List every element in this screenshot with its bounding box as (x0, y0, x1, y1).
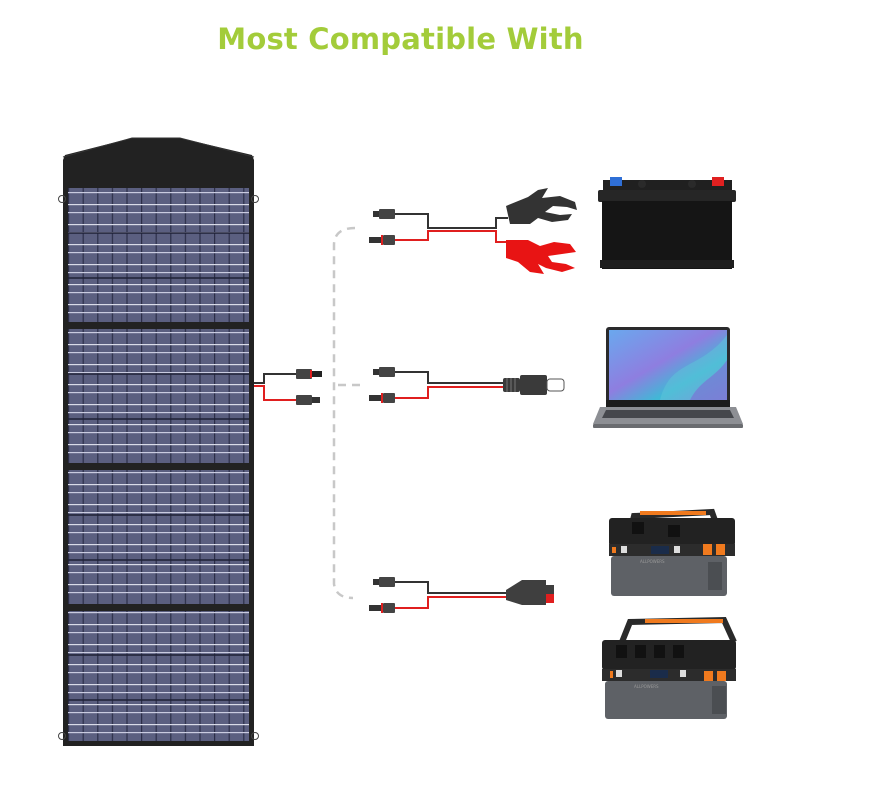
grommet-icon (58, 195, 66, 203)
mc4-connector-icon (296, 395, 320, 405)
mc4-connector-icon (296, 369, 322, 379)
power-station-small: ALLPOWERS (609, 508, 735, 596)
mc4-connector-icon (369, 235, 395, 245)
page-title: Most Compatible With (217, 22, 584, 56)
branch-dashed-line (332, 226, 360, 600)
grommet-icon (58, 732, 66, 740)
laptop (593, 327, 743, 428)
grommet-icon (251, 732, 259, 740)
mc4-connector-icon (373, 367, 395, 377)
dc-barrel-plug-icon (503, 375, 565, 395)
brand-label: ALLPOWERS (634, 684, 659, 689)
panel-fold-3 (68, 470, 249, 604)
car-battery (598, 177, 736, 269)
negative-terminal-icon (610, 177, 622, 186)
solar-panel (58, 137, 259, 746)
mc4-connector-icon (373, 209, 395, 219)
panel-fold-1 (68, 188, 249, 322)
panel-output-cable (254, 369, 322, 405)
alligator-clip-cable (369, 188, 577, 274)
brand-label: ALLPOWERS (640, 559, 665, 564)
mc4-connector-icon (373, 577, 395, 587)
mc4-connector-icon (369, 603, 395, 613)
power-station-large: ALLPOWERS (602, 616, 737, 719)
mc4-connector-icon (369, 393, 395, 403)
red-alligator-clip-icon (506, 240, 576, 274)
anderson-connector-icon (506, 580, 554, 605)
panel-fold-4 (68, 611, 249, 741)
black-alligator-clip-icon (506, 188, 577, 224)
panel-fold-2 (68, 329, 249, 463)
grommet-icon (251, 195, 259, 203)
dc-barrel-cable (369, 367, 565, 403)
anderson-cable (369, 577, 554, 613)
positive-terminal-icon (712, 177, 724, 186)
